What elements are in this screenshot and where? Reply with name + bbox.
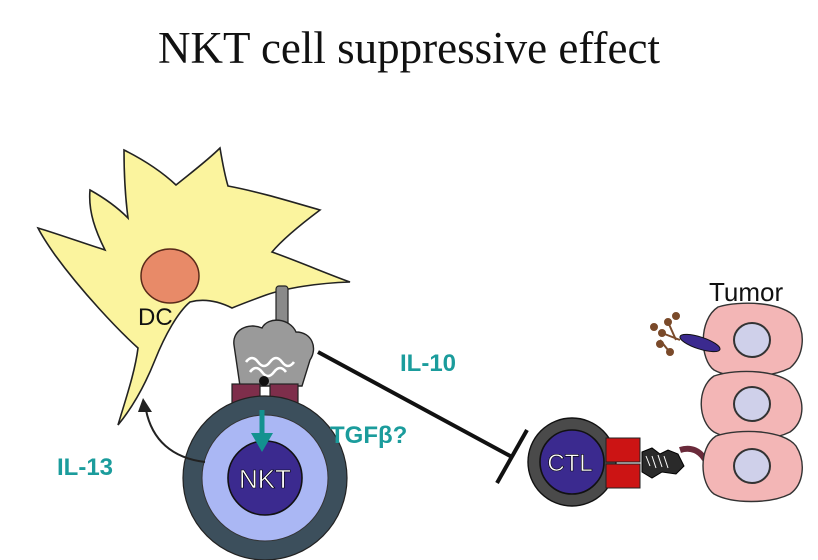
tumor-nucleus-top — [733, 322, 771, 358]
lipid-antigen — [244, 356, 296, 378]
diagram-title: NKT cell suppressive effect — [158, 23, 660, 73]
tgfb-label: TGFβ? — [330, 422, 407, 449]
il13-curved-arrow — [145, 409, 206, 463]
il10-inhibition-line — [317, 350, 513, 459]
il10-inhibition-bar — [495, 429, 529, 484]
il13-arrow-head — [138, 398, 152, 412]
tumor-nucleus-middle — [733, 386, 771, 422]
teal-arrow-head — [251, 433, 273, 452]
ctl-label: CTL — [547, 450, 592, 477]
ctl-tcr-bottom — [605, 463, 641, 489]
glycolipid-molecule — [650, 312, 681, 356]
il10-label: IL-10 — [400, 350, 456, 377]
tumor-mhc-detail — [645, 454, 669, 469]
ctl-tcr-top — [605, 437, 641, 463]
ctl-cell-core — [539, 429, 605, 495]
antigen-dot — [259, 376, 269, 386]
tumor-mhc — [641, 447, 685, 479]
tumor-nucleus-bottom — [733, 448, 771, 484]
dc-nucleus — [140, 248, 200, 304]
tumor-label: Tumor — [709, 277, 783, 307]
il13-label: IL-13 — [57, 454, 113, 481]
cd1d-molecule — [233, 319, 315, 387]
nkt-label: NKT — [239, 464, 291, 494]
tumor-antigen — [679, 333, 721, 353]
dc-label: DC — [138, 304, 173, 331]
